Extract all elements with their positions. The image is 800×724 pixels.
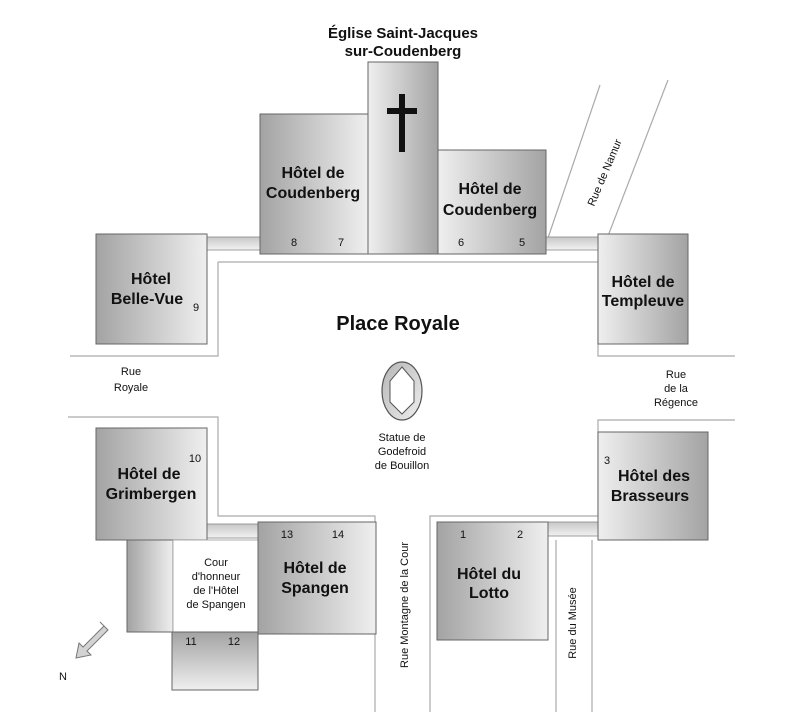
label-cour-3: de l'Hôtel <box>193 585 239 597</box>
statue-label-line3: de Bouillon <box>375 460 429 472</box>
street-musee: Rue du Musée <box>567 587 579 659</box>
street-regence-3: Régence <box>654 397 698 409</box>
building-grimbergen[interactable] <box>95 427 208 541</box>
street-regence-1: Rue <box>666 369 686 381</box>
building-brasseurs[interactable] <box>597 431 709 541</box>
house-number: 2 <box>517 529 523 541</box>
label-belle-vue-2: Belle-Vue <box>111 291 183 308</box>
street-royale-1: Rue <box>121 366 141 378</box>
house-number: 6 <box>458 237 464 249</box>
house-number: 12 <box>228 636 240 648</box>
north-label: N <box>59 671 67 683</box>
building-coudenberg-left[interactable] <box>259 113 369 255</box>
connector-brasseurs <box>547 521 599 537</box>
house-number: 1 <box>460 529 466 541</box>
label-cour-1: Cour <box>204 557 228 569</box>
label-lotto-1: Hôtel du <box>457 566 521 583</box>
connector-grimbergen <box>205 523 261 539</box>
label-coudenberg-left-1: Hôtel de <box>281 165 344 182</box>
label-lotto-2: Lotto <box>469 585 509 602</box>
building-templeuve[interactable] <box>597 233 689 345</box>
label-brasseurs-2: Brasseurs <box>611 488 689 505</box>
label-spangen-2: Spangen <box>281 580 349 597</box>
label-templeuve-2: Templeuve <box>602 293 685 310</box>
church-title-line1: Église Saint-Jacques <box>328 25 478 42</box>
street-namur: Rue de Namur <box>586 137 625 208</box>
connector-belle-vue <box>205 236 261 251</box>
label-cour-2: d'honneur <box>192 571 241 583</box>
north-arrow-icon <box>75 621 109 659</box>
building-coudenberg-right[interactable] <box>437 149 547 255</box>
building-church[interactable] <box>367 61 439 255</box>
building-lotto[interactable] <box>436 521 549 641</box>
building-spangen-wing[interactable] <box>171 631 259 691</box>
house-number: 11 <box>185 636 196 648</box>
courtyard-spangen[interactable] <box>172 539 259 633</box>
label-cour-4: de Spangen <box>186 599 245 611</box>
street-royale-2: Royale <box>114 382 148 394</box>
house-number: 5 <box>519 237 525 249</box>
label-grimbergen-2: Grimbergen <box>106 486 197 503</box>
house-number: 10 <box>189 453 201 465</box>
house-number: 8 <box>291 237 297 249</box>
church-title-line2: sur-Coudenberg <box>345 43 462 60</box>
label-coudenberg-right-2: Coudenberg <box>443 202 537 219</box>
cross-icon <box>387 94 417 152</box>
label-coudenberg-left-2: Coudenberg <box>266 185 360 202</box>
connector-templeuve <box>545 236 601 251</box>
statue-label-line2: Godefroid <box>378 446 426 458</box>
square-name: Place Royale <box>336 313 459 335</box>
street-regence-2: de la <box>664 383 689 395</box>
house-number: 14 <box>332 529 344 541</box>
building-belle-vue[interactable] <box>95 233 208 345</box>
building-spangen[interactable] <box>257 521 377 635</box>
label-belle-vue-1: Hôtel <box>131 271 171 288</box>
statue-icon[interactable] <box>381 361 423 421</box>
buildings <box>95 61 709 691</box>
label-grimbergen-1: Hôtel de <box>117 466 180 483</box>
house-number: 13 <box>281 529 293 541</box>
label-coudenberg-right-1: Hôtel de <box>458 181 521 198</box>
street-montagne: Rue Montagne de la Cour <box>399 542 411 668</box>
label-spangen-1: Hôtel de <box>283 560 346 577</box>
house-number: 7 <box>338 237 344 249</box>
label-templeuve-1: Hôtel de <box>611 274 674 291</box>
building-annex-left[interactable] <box>126 539 174 633</box>
house-number: 9 <box>193 302 199 314</box>
label-brasseurs-1: Hôtel des <box>618 468 690 485</box>
house-number: 3 <box>604 455 610 467</box>
statue-label-line1: Statue de <box>378 432 425 444</box>
